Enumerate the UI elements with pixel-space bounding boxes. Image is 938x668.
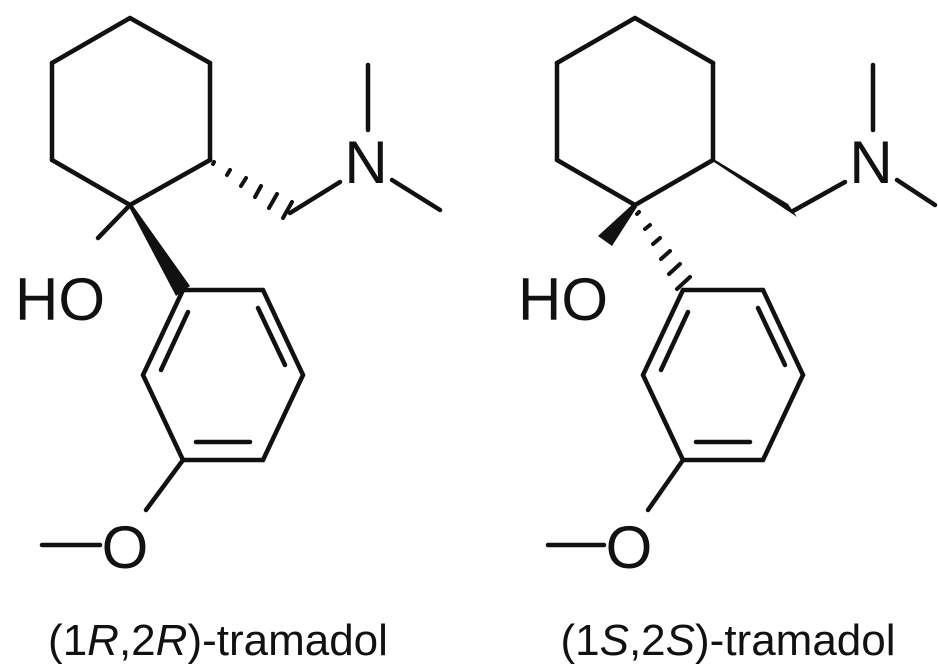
ring-bond <box>127 15 213 66</box>
caption-config-2: R <box>156 616 188 665</box>
solid-wedge-bond <box>129 203 190 296</box>
benzene-bond <box>260 287 306 378</box>
benzene-bond <box>640 287 686 378</box>
oxygen-atom-label: O <box>102 514 149 581</box>
benzene-double-bond <box>158 309 191 373</box>
hashed-wedge-bond <box>211 160 294 220</box>
solid-wedge-bond <box>598 203 637 246</box>
ring-bond <box>632 157 716 208</box>
ring-bond <box>554 15 638 66</box>
benzene-bond <box>140 372 186 463</box>
ch2-n-bond <box>287 179 343 216</box>
hydroxyl-label: HO <box>518 266 608 333</box>
molecule-1r2r: N HO O (1R,2R)-tramadol <box>15 15 443 665</box>
nitrogen-atom-label: N <box>344 129 387 196</box>
ring-bond <box>127 157 213 208</box>
caption-config-1: R <box>87 616 119 665</box>
molecule-1s2s: N HO O (1S,2S)-tramadol <box>518 15 938 665</box>
benzene-double-bond <box>755 305 788 368</box>
n-methyl-bond-right <box>389 177 443 213</box>
solid-wedge-bond <box>712 158 797 217</box>
ring-bond <box>632 15 716 66</box>
caption-separator: ,2 <box>119 616 156 665</box>
ring-bond <box>554 157 638 208</box>
benzene-bond <box>760 372 806 463</box>
aryl-o-bond <box>143 457 186 513</box>
hashed-wedge-bond <box>635 210 692 291</box>
ring-bond <box>49 157 133 208</box>
c1-oh-bond <box>95 202 133 241</box>
caption-1s2s: (1S,2S)-tramadol <box>560 616 895 665</box>
caption-config-1: S <box>600 616 629 665</box>
caption-config-2: S <box>666 616 695 665</box>
caption-close: )-tramadol <box>187 616 388 665</box>
benzene-double-bond <box>658 309 691 373</box>
benzene-bond <box>760 287 806 378</box>
benzene-bond <box>140 287 186 378</box>
n-methyl-bond-right <box>894 177 938 208</box>
aryl-o-bond <box>645 457 686 513</box>
caption-open: (1 <box>560 616 599 665</box>
caption-open: (1 <box>48 616 87 665</box>
hydroxyl-label: HO <box>15 266 105 333</box>
benzene-double-bond <box>255 305 288 368</box>
benzene-bond <box>260 372 306 463</box>
benzene-bond <box>640 372 686 463</box>
caption-1r2r: (1R,2R)-tramadol <box>48 616 388 665</box>
ring-bond <box>49 15 133 66</box>
nitrogen-atom-label: N <box>849 129 892 196</box>
caption-close: )-tramadol <box>695 616 896 665</box>
oxygen-atom-label: O <box>606 514 653 581</box>
caption-separator: ,2 <box>629 616 666 665</box>
ch2-n-bond <box>790 179 848 214</box>
